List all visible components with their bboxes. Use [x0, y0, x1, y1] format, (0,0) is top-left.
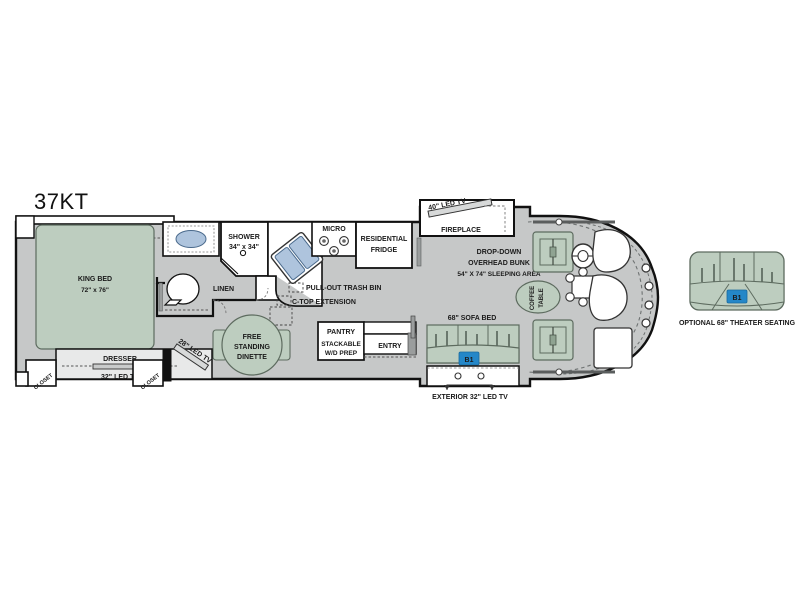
wd-prep-label-1: STACKABLE: [321, 341, 361, 348]
coffee-table-label-2: TABLE: [539, 288, 545, 308]
captain-chair-lower: [588, 274, 628, 321]
cockpit-living-area: COFFEE TABLE: [515, 218, 654, 376]
fridge-label-2: FRIDGE: [371, 247, 398, 254]
kitchen-sink: [270, 232, 324, 284]
coffee-table-label-1: COFFEE: [530, 286, 536, 310]
fridge-label-1: RESIDENTIAL: [361, 236, 408, 243]
bunk-label-3: 54" X 74" SLEEPING AREA: [457, 271, 541, 278]
bedroom-tv-label: 32" LED TV: [101, 374, 139, 381]
micro-label: MICRO: [322, 226, 346, 233]
king-bed-size-label: 72" x 76": [81, 287, 109, 294]
entry-label: ENTRY: [378, 343, 402, 350]
steering-wheel: [571, 243, 595, 269]
fireplace-tv-bay: 40" LED TV FIREPLACE: [416, 198, 515, 267]
wd-prep-label-2: W/D PREP: [325, 350, 358, 357]
page-title: 37KT: [34, 189, 89, 214]
captain-chair-upper: [592, 229, 631, 273]
bedroom-dresser-wall: DRESSER 32" LED TV CLOSET CLOSET 28" LED…: [15, 338, 213, 391]
optional-theater-seating-label: OPTIONAL 68" THEATER SEATING: [679, 320, 796, 327]
pantry-label: PANTRY: [327, 329, 355, 336]
dinette-label-1: FREE: [243, 334, 262, 341]
toilet: [163, 273, 200, 306]
theater-seat-lower: [532, 319, 574, 361]
fireplace-label: FIREPLACE: [441, 227, 481, 234]
bunk-label-2: OVERHEAD BUNK: [468, 260, 530, 267]
shower-label: SHOWER: [228, 234, 260, 241]
optional-theater-seating-inset: B1 OPTIONAL 68" THEATER SEATING: [679, 251, 796, 327]
pull-out-trash-bin-marker: [288, 282, 304, 293]
sofa-bed-label: 68" SOFA BED: [448, 315, 497, 322]
shower-size-label: 34" x 34": [229, 244, 259, 251]
living-tv-bracket: [427, 198, 493, 218]
dresser-label: DRESSER: [103, 356, 137, 363]
residential-fridge: [355, 221, 413, 269]
drop-down-bunk: DROP-DOWN OVERHEAD BUNK 54" X 74" SLEEPI…: [457, 249, 541, 278]
kitchen: MICRO RESIDENTIAL FRIDGE PULL-OUT TRASH …: [267, 221, 413, 326]
sofa-bed: 68" SOFA BED B1: [426, 315, 520, 366]
bunk-label-1: DROP-DOWN: [477, 249, 522, 256]
shower-stall: [220, 221, 269, 277]
dinette-label-2: STANDING: [234, 344, 271, 351]
badge-b1-sofa: [458, 351, 480, 366]
pantry-entry: PANTRY STACKABLE W/D PREP ENTRY: [317, 315, 417, 361]
king-bed: KING BED 72" x 76": [35, 224, 155, 350]
theater-seat-upper: [532, 231, 574, 273]
linen-label: LINEN: [213, 286, 234, 293]
c-top-extension-marker: [276, 295, 292, 306]
c-top-extension-label: C-TOP EXTENSION: [292, 299, 356, 306]
exterior-tv-bay: EXTERIOR 32" LED TV: [426, 365, 520, 401]
king-bed-label: KING BED: [78, 276, 112, 283]
badge-b1-theater-label: B1: [733, 295, 742, 302]
free-standing-dinette: FREE STANDING DINETTE: [212, 314, 291, 376]
pantry: [317, 321, 365, 361]
pull-out-trash-bin-label: PULL-OUT TRASH BIN: [306, 285, 381, 292]
exterior-tv-label: EXTERIOR 32" LED TV: [432, 394, 508, 401]
dinette-label-3: DINETTE: [237, 354, 267, 361]
lavatory-basin: [175, 230, 207, 248]
bathroom: SHOWER 34" x 34" LINEN: [155, 221, 291, 318]
entry-step-well: [593, 327, 633, 369]
coffee-table: COFFEE TABLE: [515, 280, 561, 314]
badge-b1-sofa-label: B1: [465, 357, 474, 364]
badge-b1-theater: [726, 289, 748, 304]
